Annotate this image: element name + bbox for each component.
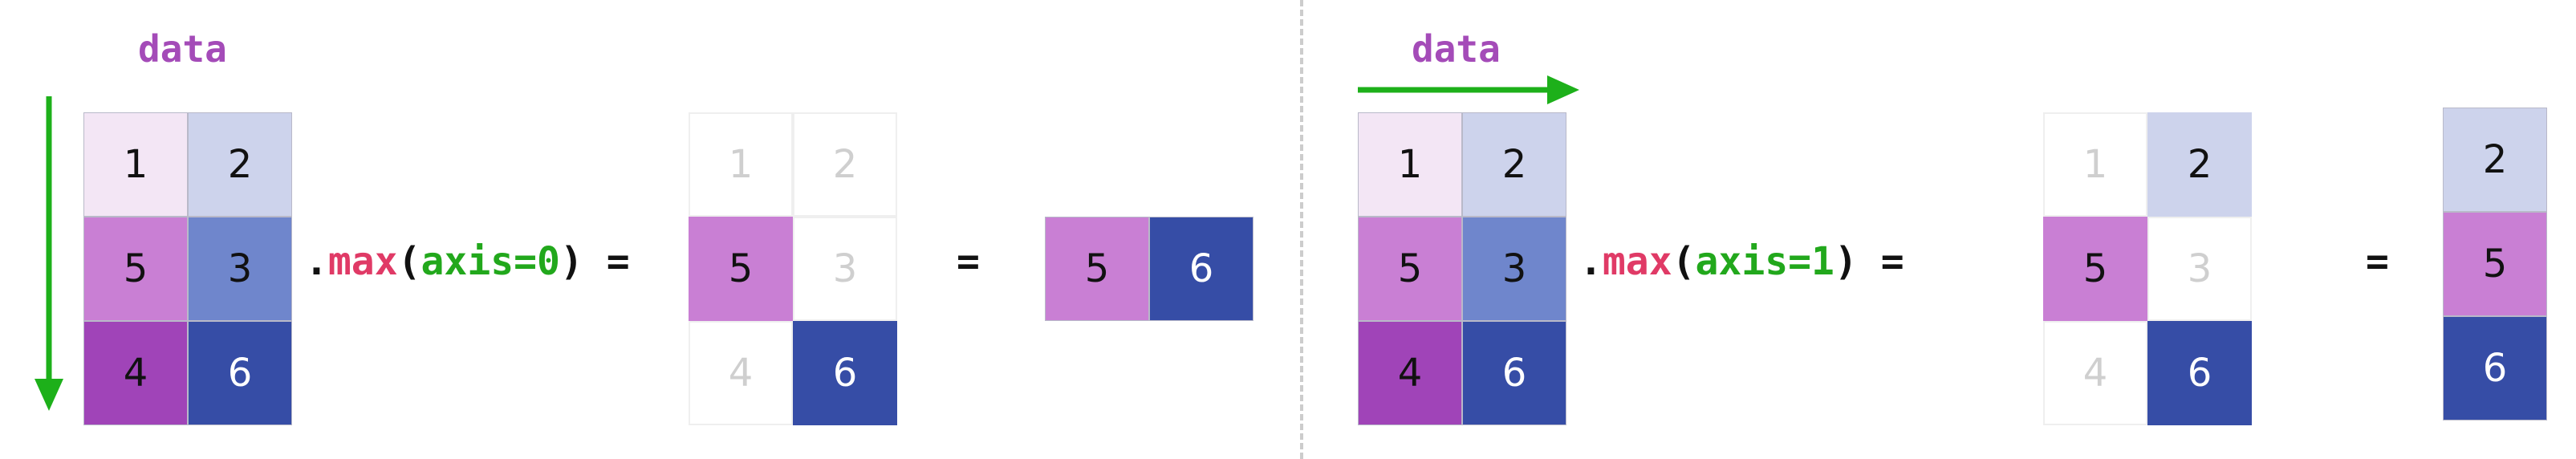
down-arrow-icon bbox=[35, 96, 63, 411]
source-cell: 1 bbox=[83, 112, 188, 217]
max-expression: .max(axis=0) = bbox=[305, 239, 630, 284]
result-cell: 2 bbox=[2443, 108, 2547, 212]
equals-sign: = bbox=[2366, 239, 2389, 284]
source-cell: 2 bbox=[1462, 112, 1566, 217]
source-cell: 4 bbox=[1358, 321, 1462, 425]
source-cell: 5 bbox=[1358, 217, 1462, 321]
mask-cell-max: 5 bbox=[689, 217, 793, 321]
source-cell: 6 bbox=[188, 321, 292, 425]
mask-cell-max: 6 bbox=[2147, 321, 2252, 425]
data-label: data bbox=[138, 27, 227, 71]
source-cell: 1 bbox=[1358, 112, 1462, 217]
result-cell: 5 bbox=[1045, 217, 1149, 321]
mask-cell: 3 bbox=[793, 217, 897, 321]
expr-close: ) bbox=[559, 239, 583, 284]
data-label: data bbox=[1412, 27, 1501, 71]
mask-cell: 4 bbox=[689, 321, 793, 425]
mask-cell: 2 bbox=[793, 112, 897, 217]
expr-equals: = bbox=[606, 239, 630, 284]
source-cell: 3 bbox=[1462, 217, 1566, 321]
mask-cell: 1 bbox=[689, 112, 793, 217]
expr-argument: axis=0 bbox=[421, 239, 560, 284]
mask-cell-max: 6 bbox=[793, 321, 897, 425]
source-cell: 6 bbox=[1462, 321, 1566, 425]
axis0-panel: data 1 2 5 3 4 6 .max(axis=0) = 1 2 5 3 … bbox=[35, 27, 1253, 425]
expr-argument: axis=1 bbox=[1695, 239, 1834, 284]
source-cell: 4 bbox=[83, 321, 188, 425]
mask-cell: 3 bbox=[2147, 217, 2252, 321]
expr-prefix: . bbox=[1579, 239, 1603, 284]
expr-function: max bbox=[1602, 239, 1672, 284]
mask-cell-max: 5 bbox=[2043, 217, 2147, 321]
expr-function: max bbox=[327, 239, 398, 284]
source-cell: 3 bbox=[188, 217, 292, 321]
expr-open: ( bbox=[397, 239, 421, 284]
equals-sign: = bbox=[957, 239, 980, 284]
right-arrow-icon bbox=[1358, 75, 1579, 104]
expr-close: ) bbox=[1834, 239, 1858, 284]
expr-equals: = bbox=[1880, 239, 1904, 284]
source-cell: 2 bbox=[188, 112, 292, 217]
mask-cell: 1 bbox=[2043, 112, 2147, 217]
expr-prefix: . bbox=[305, 239, 328, 284]
max-expression: .max(axis=1) = bbox=[1579, 239, 1904, 284]
panel-divider bbox=[1300, 0, 1303, 459]
axis1-panel: data 1 2 5 3 4 6 .max(axis=1) = 1 2 5 3 … bbox=[1303, 0, 2576, 459]
result-cell: 5 bbox=[2443, 212, 2547, 316]
source-cell: 5 bbox=[83, 217, 188, 321]
expr-open: ( bbox=[1672, 239, 1696, 284]
result-cell: 6 bbox=[1149, 217, 1253, 321]
mask-cell: 4 bbox=[2043, 321, 2147, 425]
mask-cell-max: 2 bbox=[2147, 112, 2252, 217]
result-cell: 6 bbox=[2443, 316, 2547, 420]
